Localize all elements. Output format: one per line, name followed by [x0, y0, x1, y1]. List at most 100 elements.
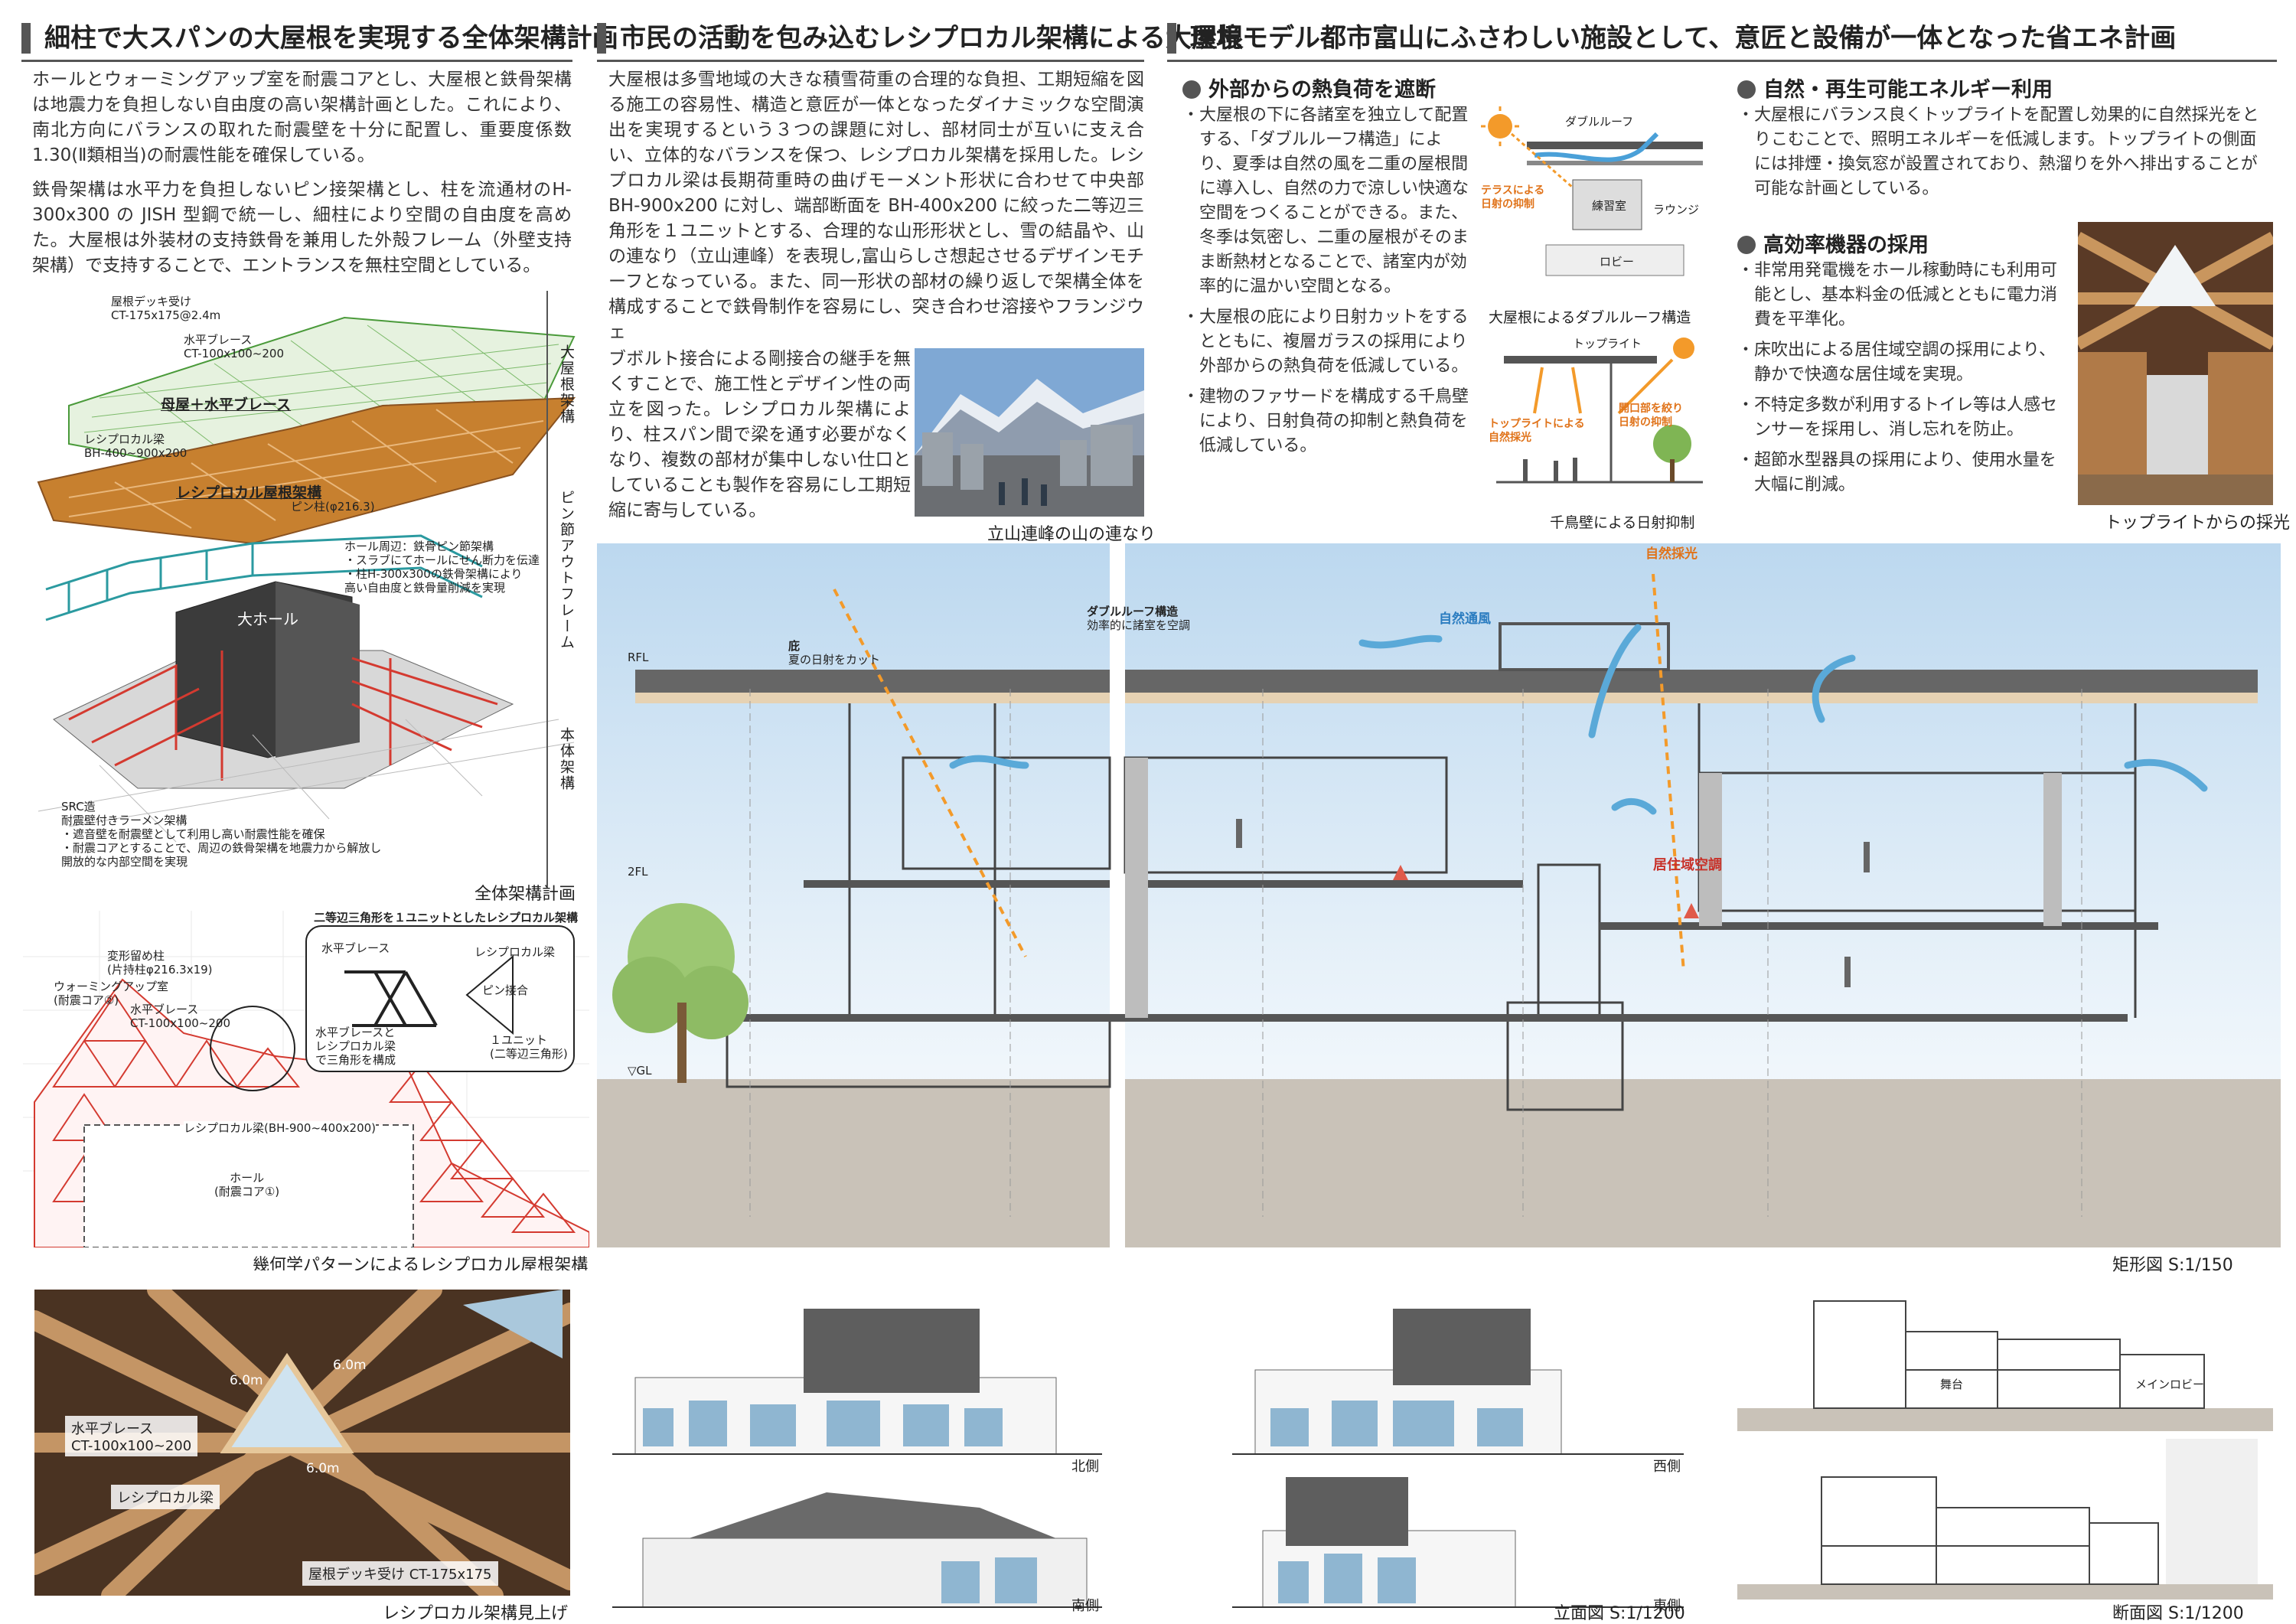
iso-label-deck-1: 屋根デッキ受け: [111, 295, 192, 308]
iso-label-hall: 大ホール: [237, 610, 298, 628]
iso-label-hall-frame: ホール周辺：鉄骨ピン節架構・スラブにてホールにせん断力を伝達・柱H-300x30…: [344, 540, 540, 595]
plan-head: 二等辺三角形を１ユニットとしたレシプロカル架構: [314, 911, 579, 925]
reciprocal-plan-svg: [23, 911, 589, 1248]
sec-label-zone-ac: 居住域空調: [1653, 857, 1722, 873]
sec3-item-1: 非常用発電機をホール稼動時にも利用可能とし、基本料金の低減とともに電力消費を平準…: [1737, 259, 2066, 332]
elev-label-north: 北側: [1071, 1459, 1099, 1475]
d2-l1: トップライトによる: [1489, 418, 1585, 430]
zu-1: １ユニット: [490, 1033, 548, 1047]
col3-title: 環境モデル都市富山にふさわしい施設として、意匠と設備が一体となった省エネ計画: [1167, 23, 2176, 54]
iso-src-1: SRC造: [61, 800, 96, 814]
iso-hf-4: 高い自由度と鉄骨量削減を実現: [344, 581, 506, 595]
sec1-list: 大屋根の下に各諸室を独立して配置する、「ダブルルーフ構造」により、夏季は自然の風…: [1182, 103, 1473, 465]
sec-level-gl: ▽GL: [628, 1064, 652, 1078]
sec2-item-1: 大屋根にバランス良くトップライトを配置し効果的に自然採光をとりこむことで、照明エ…: [1737, 103, 2273, 201]
mountain-caption: 立山連峰の山の連なり: [987, 525, 1156, 544]
col2-para-b: ブボルト接合による剛接合の継手を無くすことで、施工性とデザイン性の両立を図った。…: [608, 349, 911, 520]
photo-label-beam: レシプロカル梁: [111, 1485, 220, 1509]
iso-label-beam-2: BH-400~900x200: [84, 446, 188, 460]
iso-hf-2: ・スラブにてホールにせん断力を伝達: [344, 553, 540, 567]
section-drawing-svg: [597, 543, 2281, 1247]
sec1-head: 外部からの熱負荷を遮断: [1182, 73, 1436, 103]
toplight-caption: トップライトからの採光: [2105, 514, 2291, 533]
photo-dim-3: 6.0m: [306, 1461, 340, 1476]
sec3-list: 非常用発電機をホール稼動時にも利用可能とし、基本料金の低減とともに電力消費を平準…: [1737, 259, 2066, 504]
iso-label-pin-column: ピン柱(φ216.3): [291, 500, 375, 514]
iso-side-outframe: ピン節アウトフレーム: [558, 490, 575, 651]
double-roof-diagram: ダブルルーフ テラスによる日射の抑制 練習室 ラウンジ ロビー 大屋根によるダブ…: [1481, 103, 1711, 333]
plan-wu-2: (耐震コア②): [54, 993, 119, 1007]
iso-label-purlin: 母屋＋水平ブレース: [161, 396, 292, 413]
col2-title: 市民の活動を包み込むレシプロカル架構による大屋根: [597, 23, 1244, 54]
sec3-item-4: 超節水型器具の採用により、使用水量を大幅に削減。: [1737, 448, 2066, 497]
pl-1: 水平ブレース: [71, 1421, 154, 1437]
d2-label-opening: 開口部を絞り日射の抑制: [1619, 402, 1683, 429]
sec-label-light: 自然採光: [1645, 546, 1698, 562]
ph-1: ホール: [230, 1171, 265, 1185]
iso-label-brace-1: 水平ブレース: [184, 333, 253, 347]
sec3-dot: [1737, 236, 1756, 254]
ceiling-photo-caption: レシプロカル架構見上げ: [383, 1604, 569, 1623]
d1-label-lounge: ラウンジ: [1653, 203, 1700, 217]
reciprocal-plan-diagram: 二等辺三角形を１ユニットとしたレシプロカル架構 変形留め柱(片持柱φ216.3x…: [23, 911, 589, 1270]
sec3-head: 高効率機器の採用: [1737, 228, 1929, 258]
iso-label-src: SRC造耐震壁付きラーメン架構・遮音壁を耐震壁として利用し高い耐震性能を確保・耐…: [61, 800, 381, 869]
toplight-photo: [2078, 222, 2273, 505]
sec2-head: 自然・再生可能エネルギー利用: [1737, 73, 2053, 103]
plan-label-warmup: ウォーミングアップ室(耐震コア②): [54, 980, 168, 1007]
elev-label-east: 東側: [1653, 1598, 1681, 1614]
iso-label-beam-1: レシプロカル梁: [84, 432, 165, 446]
elevation-drawings: 北側 西側 南側 東側: [597, 1286, 1699, 1622]
iso-hf-1: ホール周辺：鉄骨ピン節架構: [344, 540, 494, 553]
plan-br-2: CT-100x100~200: [130, 1016, 231, 1030]
small-sec-lobby: メインロビー: [2135, 1378, 2205, 1391]
iso-label-deck-2: CT-175x175@2.4m: [111, 308, 221, 322]
zl-1: 水平ブレースと: [315, 1026, 396, 1039]
iso-src-5: 開放的な内部空間を実現: [61, 855, 188, 869]
elevation-svg: [612, 1309, 1684, 1608]
iso-caption: 全体架構計画: [475, 885, 576, 903]
elev-west: [1232, 1309, 1684, 1455]
d1-label-lobby: ロビー: [1600, 255, 1635, 269]
sec2-list: 大屋根にバランス良くトップライトを配置し効果的に自然採光をとりこむことで、照明エ…: [1737, 103, 2273, 207]
zoom-label-unit: １ユニット(二等辺三角形): [490, 1033, 568, 1061]
sec3-head-text: 高効率機器の採用: [1763, 233, 1929, 257]
sld-2: 効率的に諸室を空調: [1087, 618, 1191, 632]
photo-label-deck: 屋根デッキ受け CT-175x175: [302, 1561, 498, 1586]
sec-label-double: ダブルルーフ構造効率的に諸室を空調: [1087, 605, 1190, 632]
iso-side-roof: 大屋根架構: [558, 344, 575, 425]
d2-label-light: トップライトによる自然採光: [1489, 417, 1585, 445]
plan-post-2: (片持柱φ216.3x19): [107, 963, 213, 977]
sec2-head-text: 自然・再生可能エネルギー利用: [1763, 78, 2053, 102]
sld-1: ダブルルーフ構造: [1087, 605, 1179, 618]
zoom-label-brace: 水平ブレース: [321, 941, 390, 955]
toplight-photo-svg: [2078, 222, 2273, 505]
iso-src-3: ・遮音壁を耐震壁として利用し高い耐震性能を確保: [61, 827, 325, 841]
sle-2: 夏の日射をカット: [788, 653, 881, 667]
section-drawing: 庇夏の日射をカット ダブルルーフ構造効率的に諸室を空調 自然採光 自然通風 居住…: [597, 543, 2281, 1247]
sle-1: 庇: [788, 639, 801, 653]
small-sections-svg: [1737, 1300, 2273, 1600]
iso-label-brace-2: CT-100x100~200: [184, 347, 285, 360]
d1-label-terrace: テラスによる日射の抑制: [1481, 184, 1544, 211]
plan-label-post: 変形留め柱(片持柱φ216.3x19): [107, 949, 213, 977]
plan-br-1: 水平ブレース: [130, 1003, 199, 1016]
plan-wu-1: ウォーミングアップ室: [54, 980, 169, 993]
sec1-head-text: 外部からの熱負荷を遮断: [1208, 78, 1436, 102]
pl-2: CT-100x100~200: [71, 1438, 192, 1454]
col1-para2: 鉄骨架構は水平力を負担しないピン接架構とし、柱を流通材のH-300x300 の …: [32, 180, 572, 276]
d1-t2: 日射の抑制: [1481, 198, 1534, 210]
ceiling-photo-svg: [34, 1290, 570, 1596]
col1-title: 細柱で大スパンの大屋根を実現する全体架構計画: [21, 23, 618, 54]
zoom-label-beam: レシプロカル梁: [475, 945, 556, 959]
d1-caption: 大屋根によるダブルルーフ構造: [1489, 309, 1691, 326]
iso-side-body: 本体架構: [558, 727, 575, 791]
d2-l2b: 日射の抑制: [1619, 416, 1672, 429]
